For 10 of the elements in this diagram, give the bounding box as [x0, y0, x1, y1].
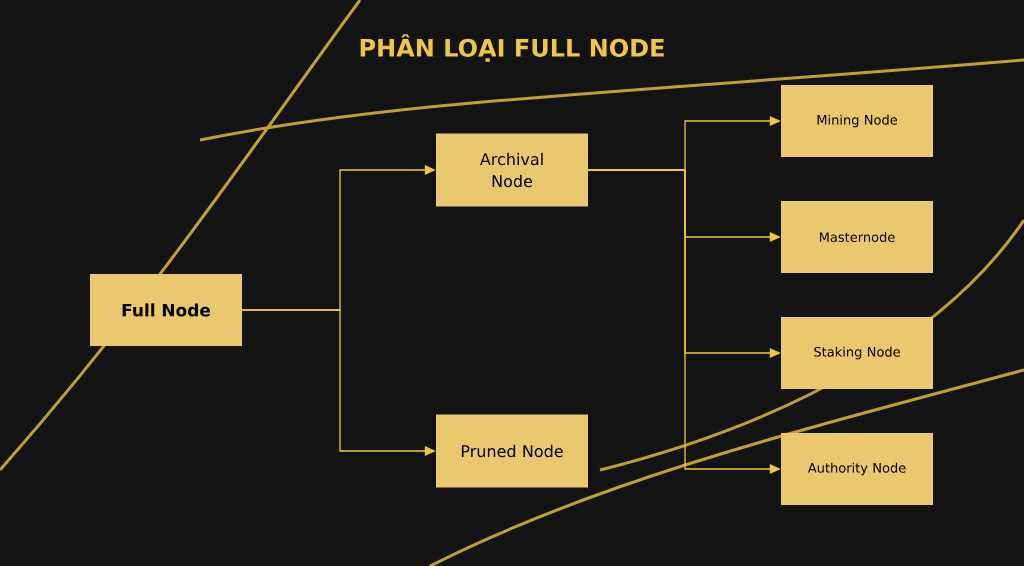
- arrow: [587, 169, 781, 474]
- node-box: Authority Node: [781, 433, 933, 505]
- node-box: Archival Node: [436, 133, 588, 207]
- node-box: Pruned Node: [436, 414, 588, 488]
- title: PHÂN LOẠI FULL NODE: [360, 34, 664, 62]
- node-box: Staking Node: [781, 317, 933, 389]
- node-box: Masternode: [781, 201, 933, 273]
- arrow: [241, 309, 436, 456]
- node-box: Full Node: [90, 274, 242, 346]
- node-box: Mining Node: [781, 85, 933, 157]
